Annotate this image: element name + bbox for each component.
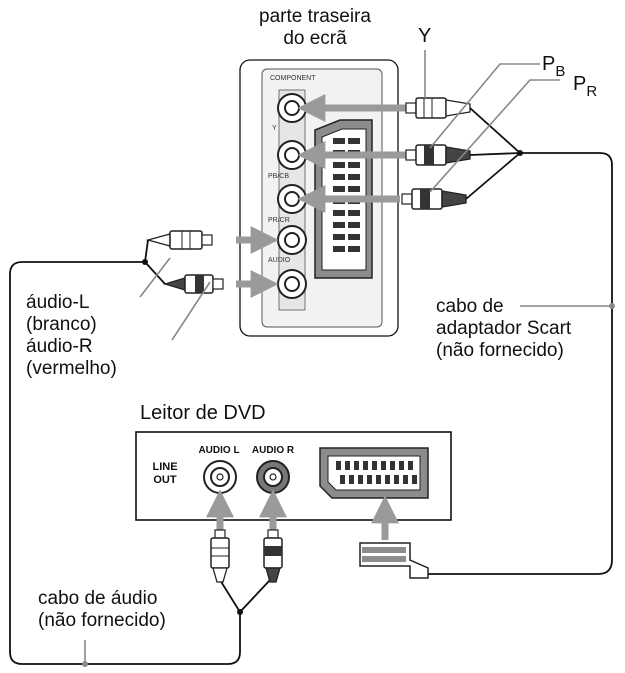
jack-audio-l xyxy=(277,225,307,255)
callout-y: Y xyxy=(418,25,431,47)
callout-pr: PR xyxy=(573,73,597,100)
dvd-plug-audio-r xyxy=(263,529,283,583)
plug-audio-l xyxy=(145,230,213,250)
audio-l-label-line1: áudio-L xyxy=(26,292,89,313)
tv-back-label-line1: parte traseira xyxy=(259,6,371,27)
jack-audio-label: AUDIO xyxy=(268,257,291,264)
component-label: COMPONENT xyxy=(270,75,316,82)
dvd-jack-audio-l xyxy=(203,460,237,494)
jack-y xyxy=(277,93,307,123)
audio-cable-label-line2: (não fornecido) xyxy=(38,610,166,631)
callout-pb: PB xyxy=(542,53,565,80)
scart-plug xyxy=(359,542,429,579)
jack-pr xyxy=(277,184,307,214)
dvd-plug-audio-l xyxy=(210,529,230,583)
audio-r-label-line2: (vermelho) xyxy=(26,358,117,379)
dvd-audio-r-label: AUDIO R xyxy=(252,445,295,456)
jack-y-label: Y xyxy=(272,125,277,132)
scart-cable-label-line3: (não fornecido) xyxy=(436,340,564,361)
dvd-jack-audio-r xyxy=(256,460,290,494)
dvd-scart-socket xyxy=(319,447,429,499)
jack-pr-label: PR/CR xyxy=(268,217,290,224)
jack-pb-label: PB/CB xyxy=(268,173,289,180)
dvd-title: Leitor de DVD xyxy=(140,402,266,424)
scart-cable-label-line1: cabo de xyxy=(436,296,504,317)
plug-y xyxy=(405,97,471,119)
audio-cable-label-line1: cabo de áudio xyxy=(38,588,157,609)
scart-cable-label-line2: adaptador Scart xyxy=(436,318,572,339)
line-out-label-1: LINE xyxy=(152,461,177,473)
tv-back-label-line2: do ecrã xyxy=(283,28,347,49)
dvd-audio-l-label: AUDIO L xyxy=(198,445,239,456)
plug-pr xyxy=(401,188,467,210)
plug-pb xyxy=(405,144,471,166)
jack-audio-r xyxy=(277,269,307,299)
jack-pb xyxy=(277,140,307,170)
line-out-label-2: OUT xyxy=(153,474,177,486)
plug-audio-r xyxy=(162,274,224,294)
audio-l-label-line2: (branco) xyxy=(26,314,97,335)
audio-r-label-line1: áudio-R xyxy=(26,336,93,357)
